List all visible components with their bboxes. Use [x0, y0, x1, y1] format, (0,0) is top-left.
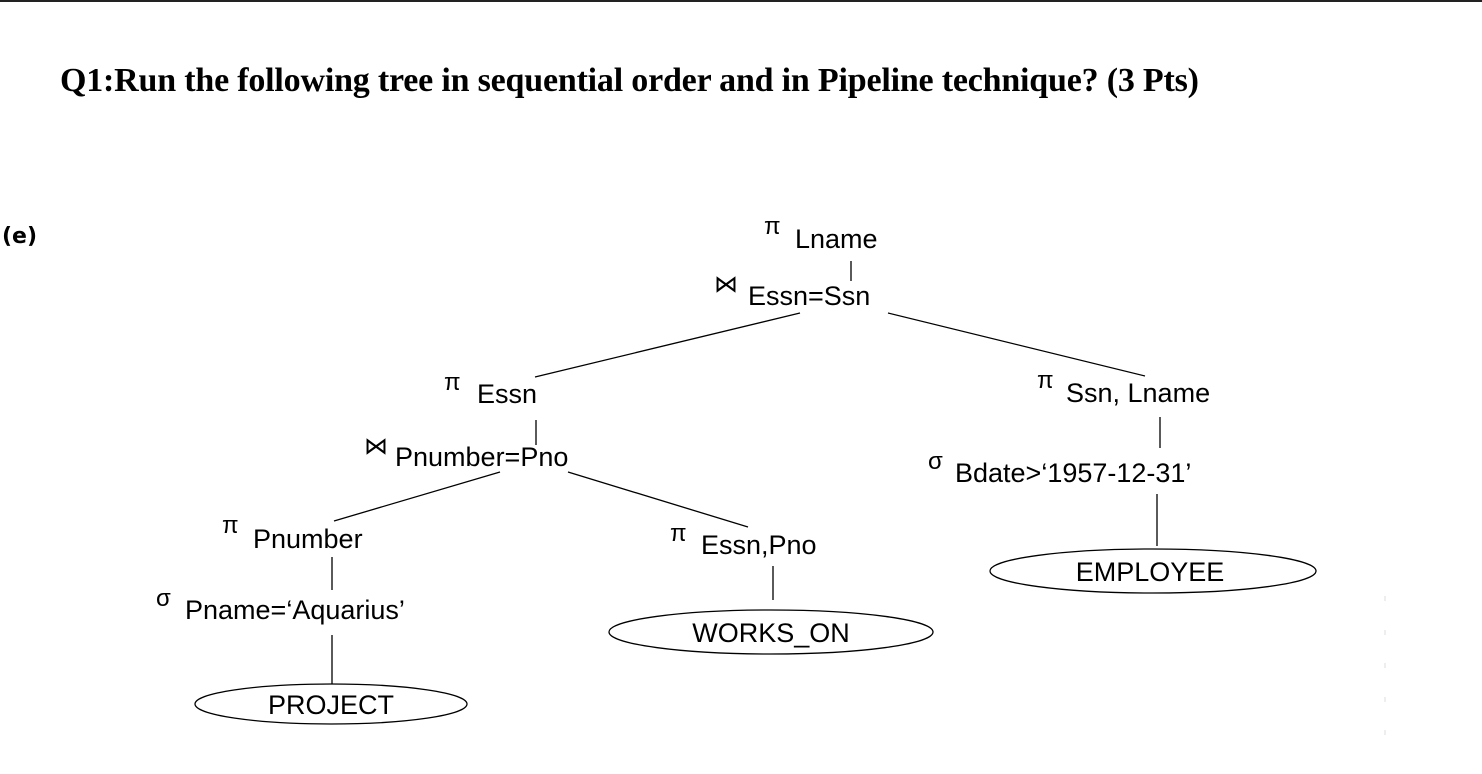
relation-oval [608, 609, 934, 655]
pi-symbol: π [764, 213, 781, 240]
node-label: Bdate>‘1957-12-31’ [955, 458, 1191, 488]
node-label: Ssn, Lname [1066, 378, 1210, 408]
edge-root-join-to-left [534, 312, 801, 378]
relation-oval [194, 683, 468, 725]
pi-symbol: π [444, 369, 461, 396]
node-project-pnumber: π Pnumber [222, 512, 363, 554]
sigma-symbol: σ [156, 585, 171, 612]
sigma-symbol: σ [928, 448, 943, 475]
node-label: Pname=‘Aquarius’ [185, 595, 405, 625]
join-symbol: ⋈ [364, 433, 388, 460]
relation-oval [989, 548, 1317, 594]
part-label: (e) [2, 224, 38, 249]
node-label: Essn=Ssn [748, 281, 870, 311]
relation-employee: EMPLOYEE [989, 548, 1317, 594]
node-root-project: π Lname [764, 213, 878, 254]
node-right-project: π Ssn, Lname [1037, 367, 1210, 408]
node-label: Lname [795, 224, 878, 254]
relation-name: EMPLOYEE [1076, 557, 1225, 587]
top-rule [0, 0, 1482, 2]
edge-root-join-to-right [887, 312, 1146, 377]
question-text: Q1:Run the following tree in sequential … [60, 62, 1199, 99]
relation-name: WORKS_ON [692, 618, 850, 648]
node-project-essn-pno: π Essn,Pno [670, 520, 817, 560]
node-left-join: ⋈ Pnumber=Pno [364, 433, 568, 472]
pi-symbol: π [670, 520, 687, 547]
edge-left-join-to-pnumber [333, 471, 501, 522]
pi-symbol: π [1037, 367, 1054, 394]
pi-symbol: π [222, 512, 239, 539]
node-select-bdate: σ Bdate>‘1957-12-31’ [928, 448, 1191, 488]
node-label: Essn [477, 379, 537, 409]
node-label: Pnumber=Pno [395, 442, 568, 472]
node-left-project: π Essn [444, 369, 537, 409]
node-label: Pnumber [253, 524, 363, 554]
join-symbol: ⋈ [714, 271, 738, 298]
relation-works-on: WORKS_ON [608, 609, 934, 655]
relation-project: PROJECT [194, 683, 468, 725]
node-select-pname: σ Pname=‘Aquarius’ [156, 585, 405, 625]
node-label: Essn,Pno [701, 530, 817, 560]
node-root-join: ⋈ Essn=Ssn [714, 271, 870, 311]
edge-left-join-to-essn-pno [567, 471, 749, 528]
relation-name: PROJECT [268, 690, 394, 720]
